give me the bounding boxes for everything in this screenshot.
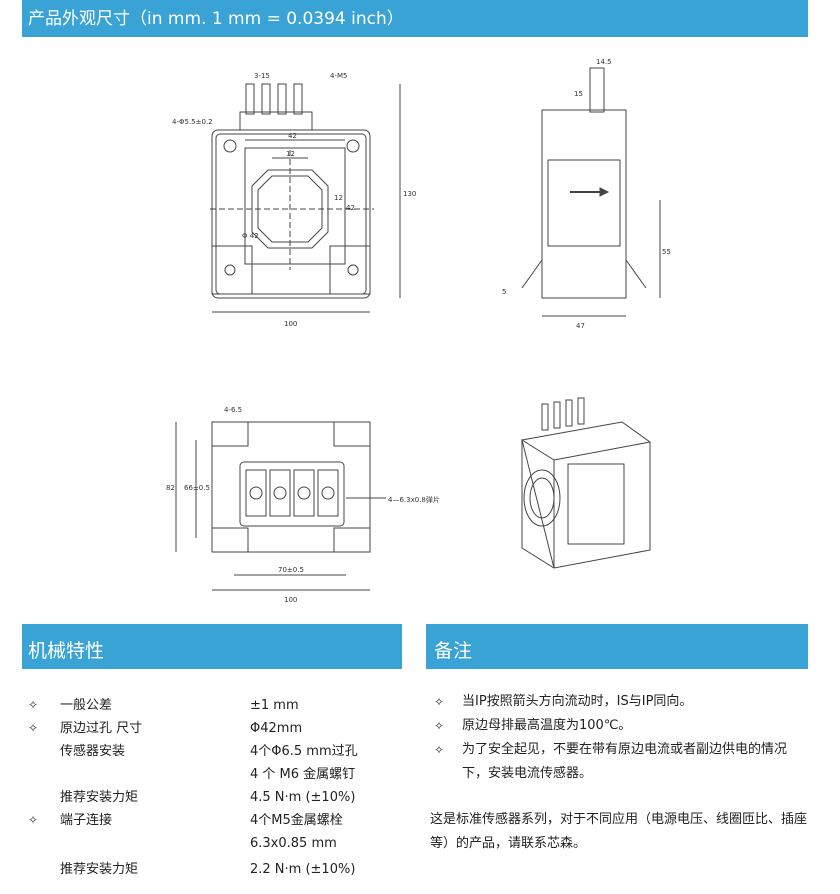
bullet-icon: ✧ — [28, 813, 39, 827]
notes-footer: 这是标准传感器系列，对于不同应用（电源电压、线圈匝比、插座等）的产品，请联系芯森… — [430, 812, 808, 851]
bullet-icon: ✧ — [434, 743, 445, 757]
mechanical-title: 机械特性 — [28, 640, 105, 662]
dim-side-15: 15 — [574, 90, 583, 98]
bullet-icon: ✧ — [28, 698, 39, 712]
bullet-icon: ✧ — [434, 719, 445, 733]
bottom-body — [211, 421, 371, 553]
spec-value: 4 个 M6 金属螺钉 — [250, 767, 356, 782]
bullet-icon: ✧ — [28, 721, 39, 735]
dim-bottom-70: 70±0.5 — [278, 566, 304, 574]
dim-window-12: 12 — [286, 150, 295, 158]
terminal-block — [239, 461, 345, 527]
spec-label: 推荐安装力矩 — [60, 862, 139, 877]
dim-side-14-5: 14.5 — [596, 58, 612, 66]
page-title: 产品外观尺寸（in mm. 1 mm = 0.0394 inch） — [28, 9, 404, 29]
dim-window-diam: Φ 42 — [242, 232, 259, 240]
front-window-frame — [244, 147, 346, 265]
dim-pin-spacing: 3-15 — [254, 72, 270, 80]
dimension-drawing: 3-15 4-M5 4-Φ5.5±0.2 42 12 12 42 Φ 42 13… — [166, 58, 671, 604]
dim-pin-thread: 4-M5 — [330, 72, 347, 80]
spec-label: 端子连接 — [60, 813, 113, 828]
spec-label: 传感器安装 — [60, 744, 126, 759]
dim-bottom-4-6-5: 4-6.5 — [224, 406, 242, 414]
dim-side-5: 5 — [502, 288, 506, 296]
note-text: 当IP按照箭头方向流动时，IS与IP同向。 — [462, 694, 693, 709]
note-text: 原边母排最高温度为100℃。 — [462, 718, 632, 733]
note-item: ✧ 当IP按照箭头方向流动时，IS与IP同向。 — [430, 690, 810, 714]
spec-label: 一般公差 — [60, 698, 113, 713]
dim-bottom-100: 100 — [284, 596, 297, 604]
iso-body — [521, 421, 651, 569]
spec-value: 4个M5金属螺栓 — [250, 813, 343, 828]
spec-value: 6.3x0.85 mm — [250, 836, 337, 851]
dim-window-12v: 12 — [334, 194, 343, 202]
dim-bottom-66: 66±0.5 — [184, 484, 210, 492]
note-item: ✧ 原边母排最高温度为100℃。 — [430, 714, 810, 738]
notes-list: ✧ 当IP按照箭头方向流动时，IS与IP同向。 ✧ 原边母排最高温度为100℃。… — [430, 690, 810, 856]
mount-hole-tl — [223, 139, 237, 153]
spec-label: 推荐安装力矩 — [60, 790, 139, 805]
note-item: ✧ 为了安全起见，不要在带有原边电流或者副边供电的情况下，安装电流传感器。 — [430, 738, 810, 786]
dim-terminal-note: 4—6.3x0.8弹片 — [388, 495, 440, 504]
iso-window — [523, 469, 561, 527]
spec-value: 4.5 N·m (±10%) — [250, 790, 356, 805]
dim-mount-hole: 4-Φ5.5±0.2 — [172, 118, 213, 126]
spec-value: 2.2 N·m (±10%) — [250, 862, 356, 877]
front-window — [251, 169, 329, 249]
notes-title: 备注 — [434, 640, 473, 662]
spec-value: 4个Φ6.5 mm过孔 — [250, 744, 358, 759]
dim-window-42-top: 42 — [288, 132, 297, 140]
dim-side-47: 47 — [576, 322, 585, 330]
dim-height-130: 130 — [403, 190, 416, 198]
dim-side-55: 55 — [662, 248, 671, 256]
dim-bottom-82: 82 — [166, 484, 175, 492]
side-body — [541, 109, 627, 299]
bullet-icon: ✧ — [434, 695, 445, 709]
notes-section-header: 备注 — [426, 624, 808, 669]
header-bar: 产品外观尺寸（in mm. 1 mm = 0.0394 inch） — [22, 0, 808, 37]
dim-width-100-front: 100 — [284, 320, 297, 328]
note-text: 为了安全起见，不要在带有原边电流或者副边供电的情况下，安装电流传感器。 — [462, 742, 788, 781]
spec-label: 原边过孔 尺寸 — [60, 721, 143, 736]
mechanical-section-header: 机械特性 — [22, 624, 402, 669]
dim-window-42-side: 42 — [346, 204, 355, 212]
mount-hole-tr — [346, 139, 360, 153]
spec-value: Φ42mm — [250, 721, 303, 736]
spec-value: ±1 mm — [250, 698, 299, 713]
